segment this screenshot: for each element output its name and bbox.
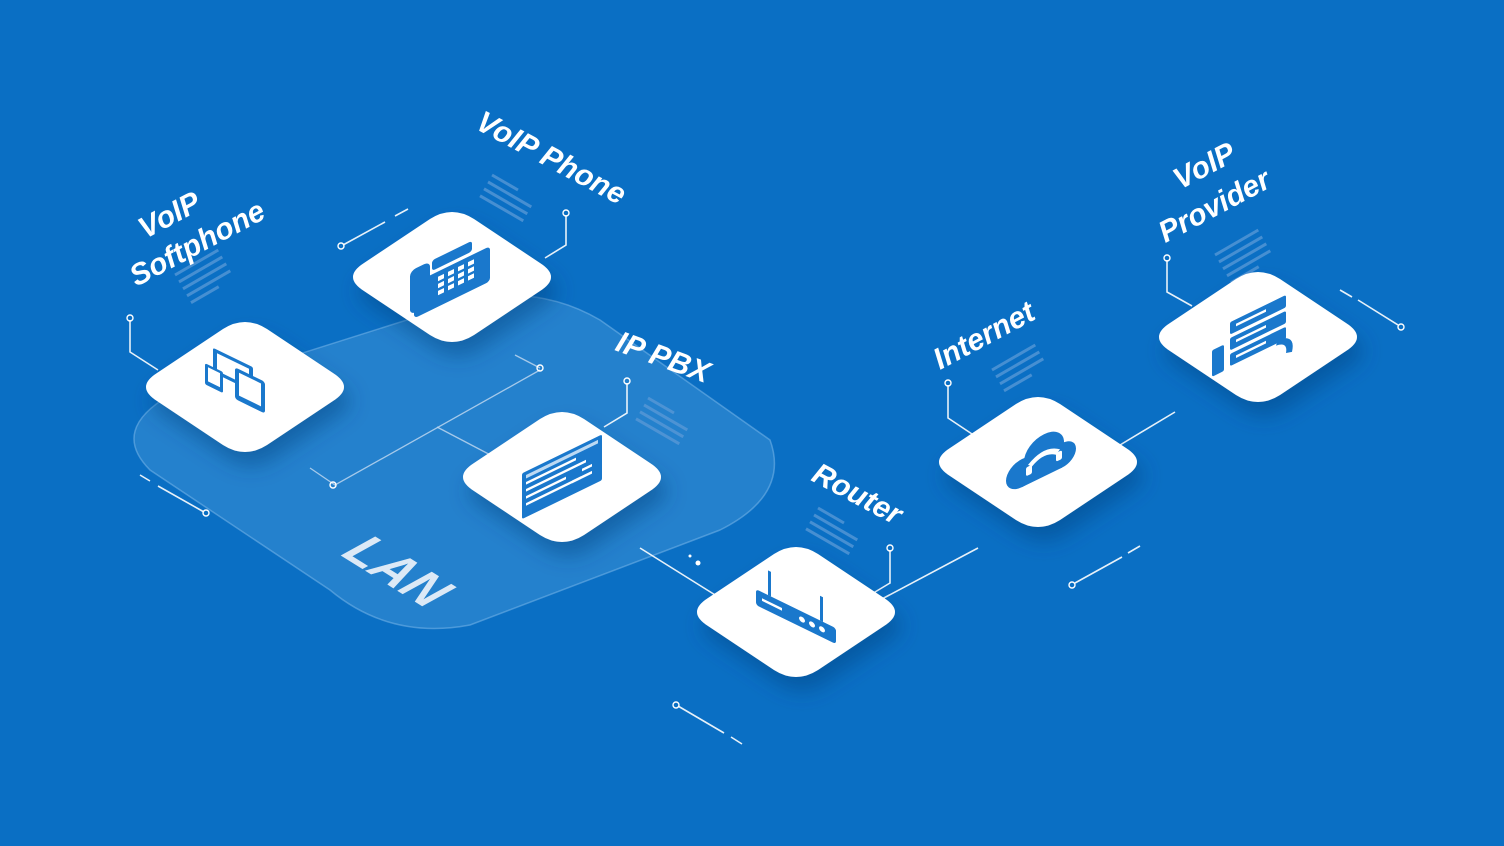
deco-dot xyxy=(672,701,680,709)
stripe xyxy=(491,173,519,192)
deco-line xyxy=(342,221,386,246)
deco-line xyxy=(1339,289,1353,298)
stripe xyxy=(999,357,1045,386)
stripe xyxy=(643,403,689,432)
deco-line xyxy=(157,485,205,513)
leader-provider xyxy=(1166,260,1193,307)
leader-internet xyxy=(947,385,973,435)
connection-internet-provider xyxy=(1119,411,1176,446)
node-router xyxy=(697,547,895,677)
stripe xyxy=(487,180,533,209)
node-pbx xyxy=(463,412,661,542)
deco-dot xyxy=(695,560,701,566)
leader-dot xyxy=(1163,254,1171,262)
desk-phone-icon xyxy=(410,241,490,317)
stripe xyxy=(995,350,1041,379)
provider-server-icon xyxy=(1212,295,1293,377)
stripe xyxy=(182,262,228,291)
leader-dot xyxy=(623,377,631,385)
deco-line xyxy=(1357,299,1399,326)
label-softphone: VoIP Softphone xyxy=(106,161,270,293)
stripe xyxy=(805,527,851,556)
connector-dot xyxy=(536,364,544,372)
connection-router-internet xyxy=(879,547,979,601)
stripe xyxy=(1222,242,1268,271)
stripe xyxy=(809,520,855,549)
label-leaders xyxy=(126,209,1193,596)
leader-softphone xyxy=(129,320,159,371)
stripe xyxy=(1218,235,1264,264)
label-stripes xyxy=(174,173,1272,556)
cloud-icon xyxy=(1006,431,1076,490)
leader-router xyxy=(869,550,891,596)
stripes-softphone xyxy=(174,248,232,305)
stripe xyxy=(991,343,1037,372)
stripes-phone xyxy=(479,173,533,223)
stripes-internet xyxy=(991,343,1045,393)
node-internet xyxy=(939,397,1137,527)
connections xyxy=(309,354,1176,601)
deco-dot xyxy=(1068,581,1076,589)
leader-dot xyxy=(944,379,952,387)
deco-dot xyxy=(337,242,345,250)
node-phone xyxy=(353,212,551,342)
deco-line xyxy=(1127,545,1141,554)
stripe xyxy=(178,255,224,284)
node-softphone xyxy=(146,322,344,452)
node-provider xyxy=(1159,272,1357,402)
devices-icon xyxy=(205,348,265,413)
leader-dot xyxy=(562,209,570,217)
deco-line xyxy=(677,705,725,734)
connection-softphone-pbx xyxy=(309,369,541,486)
connection-phone-hub xyxy=(514,354,541,369)
deco-line xyxy=(1074,556,1123,584)
stripe xyxy=(635,417,681,446)
server-rack-icon xyxy=(522,435,602,519)
deco-dot xyxy=(202,509,210,517)
decorations xyxy=(139,208,1405,745)
stripe xyxy=(1003,373,1033,393)
stripe xyxy=(813,513,859,542)
stripe xyxy=(190,285,220,305)
deco-line xyxy=(139,474,151,482)
tile xyxy=(1159,272,1357,402)
stripe xyxy=(1214,228,1260,257)
stripe xyxy=(1226,249,1272,278)
deco-dot xyxy=(688,554,692,558)
leader-dot xyxy=(126,314,134,322)
stripe xyxy=(483,187,529,216)
lan-zone-edge xyxy=(133,294,776,630)
label-internet-line-1: Internet xyxy=(928,294,1042,376)
leader-pbx xyxy=(603,383,628,428)
connector-dot xyxy=(329,481,337,489)
node-tiles xyxy=(146,212,1357,677)
stripes-router xyxy=(805,506,859,556)
deco-line xyxy=(394,208,409,217)
router-icon xyxy=(756,570,836,643)
stripes-pbx xyxy=(635,396,689,446)
stripe xyxy=(639,410,685,439)
leader-phone xyxy=(544,215,567,259)
stripe xyxy=(174,248,220,277)
connection-pbx-router xyxy=(639,547,721,599)
stripe xyxy=(647,396,675,415)
stripe xyxy=(186,269,232,298)
deco-dot xyxy=(1397,323,1405,331)
stripe xyxy=(479,194,525,223)
label-internet: Internet xyxy=(928,294,1042,376)
stripe xyxy=(817,506,845,525)
deco-line xyxy=(730,736,743,745)
leader-dot xyxy=(886,544,894,552)
